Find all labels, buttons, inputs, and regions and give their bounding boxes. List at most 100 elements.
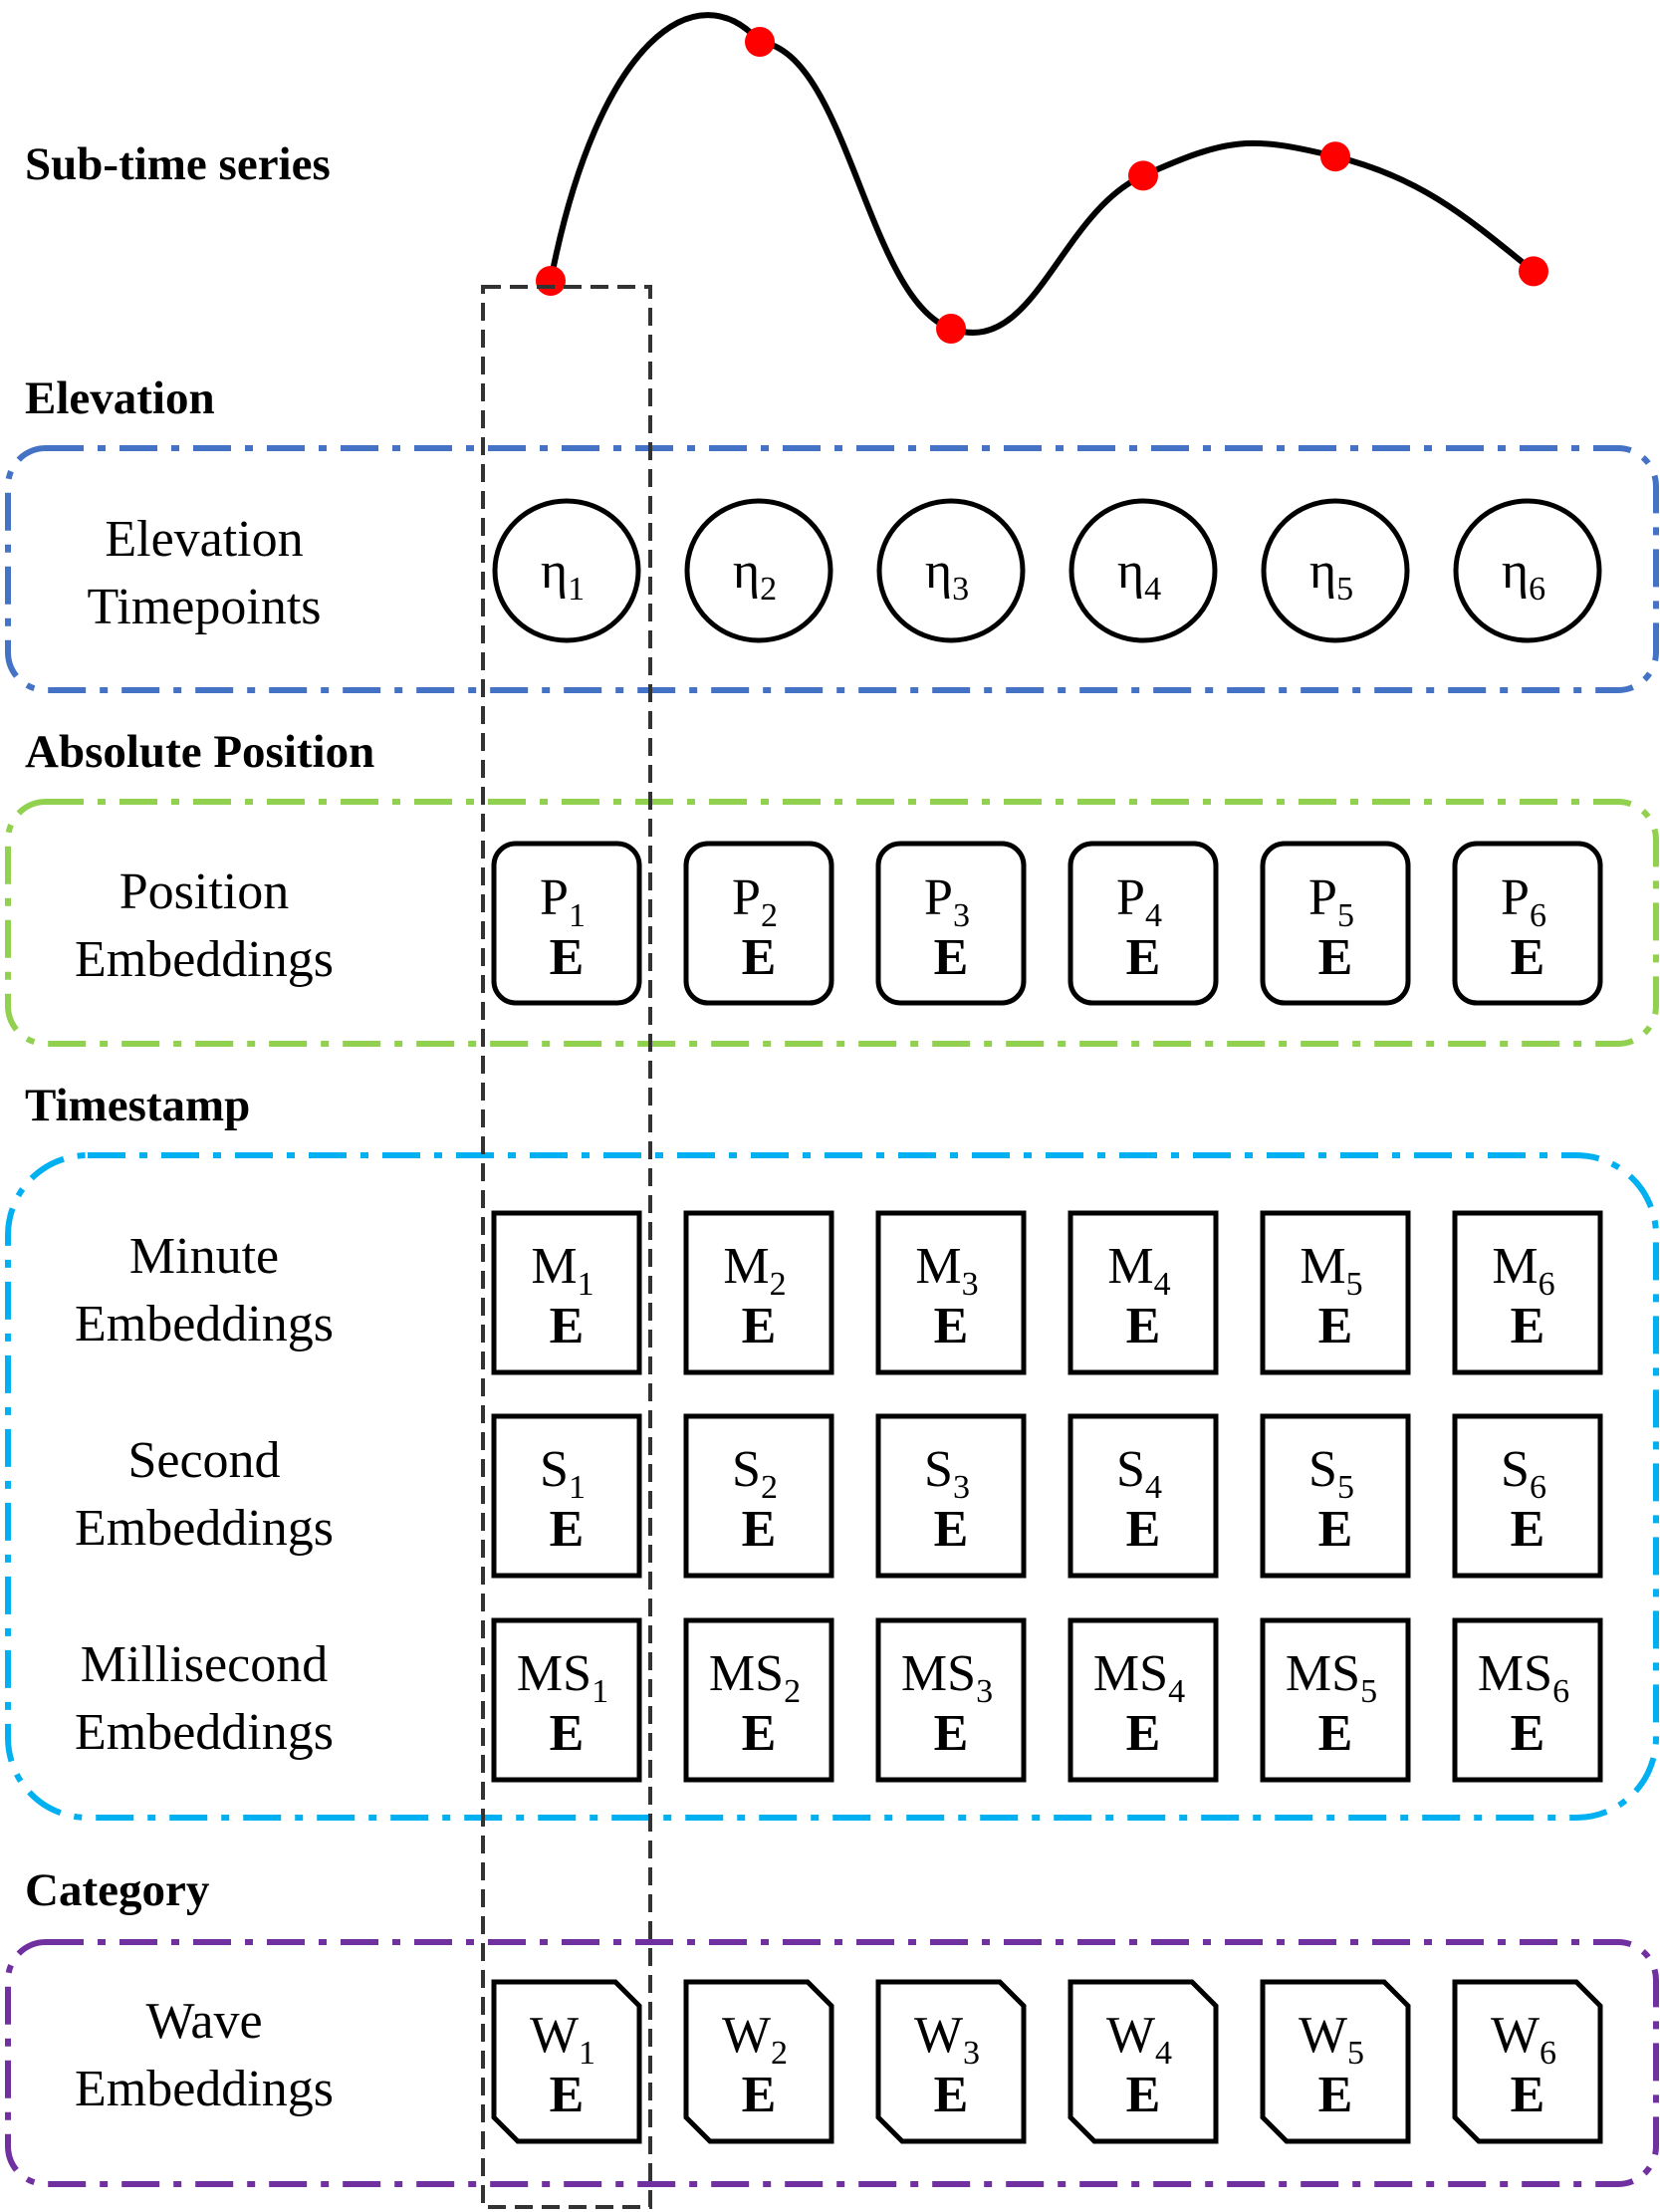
position-cell-6: P6E bbox=[1452, 841, 1603, 1006]
series-point-3 bbox=[936, 314, 966, 344]
second-cell-e-3: E bbox=[934, 1501, 969, 1558]
position-group-box bbox=[5, 799, 1659, 1047]
wave-cell-e-2: E bbox=[742, 2067, 777, 2123]
wave-cell-2: W2E bbox=[683, 1979, 834, 2144]
elevation-node-label-2: η2 bbox=[733, 543, 777, 608]
millisecond-cell-e-4: E bbox=[1126, 1705, 1161, 1762]
label-position-line1: Position bbox=[119, 863, 290, 920]
label-elevation-line2: Timepoints bbox=[87, 579, 321, 635]
minute-cell-label-6: M6 bbox=[1492, 1238, 1554, 1303]
second-cell-e-4: E bbox=[1126, 1501, 1161, 1558]
second-cell-label-4: S4 bbox=[1116, 1441, 1162, 1506]
series-point-6 bbox=[1519, 256, 1548, 287]
millisecond-cell-label-4: MS4 bbox=[1093, 1645, 1185, 1710]
elevation-node-3: η3 bbox=[876, 498, 1026, 643]
position-cell-label-4: P4 bbox=[1116, 869, 1162, 934]
position-cell-1: P1E bbox=[491, 841, 642, 1006]
elevation-node-5: η5 bbox=[1261, 498, 1410, 643]
label-minute-line2: Embeddings bbox=[75, 1296, 334, 1352]
minute-cell-e-1: E bbox=[550, 1298, 585, 1354]
second-cell-1: S1E bbox=[491, 1413, 642, 1579]
elevation-node-label-1: η1 bbox=[541, 543, 585, 608]
label-second-line2: Embeddings bbox=[75, 1500, 334, 1557]
minute-cell-label-1: M1 bbox=[531, 1238, 593, 1303]
second-cell-label-2: S2 bbox=[732, 1441, 778, 1506]
millisecond-cell-e-1: E bbox=[550, 1705, 585, 1762]
position-cell-label-3: P3 bbox=[924, 869, 970, 934]
wave-cell-e-3: E bbox=[934, 2067, 969, 2123]
elevation-node-label-5: η5 bbox=[1309, 543, 1353, 608]
series-point-1 bbox=[536, 266, 566, 296]
millisecond-cell-label-2: MS2 bbox=[709, 1645, 801, 1710]
wave-cell-1: W1E bbox=[491, 1979, 642, 2144]
minute-cell-2: M2E bbox=[683, 1210, 834, 1375]
label-minute-line1: Minute bbox=[129, 1228, 279, 1285]
wave-cell-4: W4E bbox=[1067, 1979, 1219, 2144]
sub-time-series-plot bbox=[536, 12, 1548, 344]
minute-cell-e-5: E bbox=[1318, 1298, 1353, 1354]
wave-cell-e-5: E bbox=[1318, 2067, 1353, 2123]
second-cell-6: S6E bbox=[1452, 1413, 1603, 1579]
second-cell-4: S4E bbox=[1067, 1413, 1219, 1579]
second-cell-e-1: E bbox=[550, 1501, 585, 1558]
minute-cell-label-2: M2 bbox=[723, 1238, 786, 1303]
label-elevation-line1: Elevation bbox=[105, 511, 303, 568]
wave-cell-6: W6E bbox=[1452, 1979, 1603, 2144]
second-cell-label-5: S5 bbox=[1308, 1441, 1354, 1506]
minute-cell-e-6: E bbox=[1511, 1298, 1545, 1354]
timestamp-group-box bbox=[5, 1152, 1659, 1821]
elevation-node-6: η6 bbox=[1453, 498, 1602, 643]
second-cell-3: S3E bbox=[875, 1413, 1027, 1579]
elevation-node-1: η1 bbox=[492, 498, 641, 643]
minute-cell-6: M6E bbox=[1452, 1210, 1603, 1375]
position-cell-e-3: E bbox=[934, 929, 969, 986]
position-cell-e-1: E bbox=[550, 929, 585, 986]
millisecond-cell-label-1: MS1 bbox=[517, 1645, 608, 1710]
wave-cell-e-6: E bbox=[1511, 2067, 1545, 2123]
title-elevation: Elevation bbox=[25, 372, 215, 424]
title-category: Category bbox=[25, 1864, 210, 1916]
position-cell-e-2: E bbox=[742, 929, 777, 986]
elevation-node-label-6: η6 bbox=[1502, 543, 1545, 608]
title-absolute-position: Absolute Position bbox=[25, 726, 374, 778]
title-sub-time-series: Sub-time series bbox=[25, 138, 331, 190]
second-cell-label-1: S1 bbox=[540, 1441, 586, 1506]
wave-cell-e-4: E bbox=[1126, 2067, 1161, 2123]
minute-cell-4: M4E bbox=[1067, 1210, 1219, 1375]
elevation-node-label-4: η4 bbox=[1117, 543, 1161, 608]
elevation-node-label-3: η3 bbox=[925, 543, 969, 608]
category-group-box bbox=[5, 1939, 1659, 2187]
millisecond-cell-e-2: E bbox=[742, 1705, 777, 1762]
highlight-column-box bbox=[481, 285, 652, 2209]
millisecond-cell-e-3: E bbox=[934, 1705, 969, 1762]
millisecond-cell-label-5: MS5 bbox=[1286, 1645, 1377, 1710]
label-wave-line2: Embeddings bbox=[75, 2061, 334, 2117]
minute-cell-1: M1E bbox=[491, 1210, 642, 1375]
label-wave-line1: Wave bbox=[145, 1993, 262, 2050]
elevation-node-2: η2 bbox=[684, 498, 833, 643]
position-cell-e-5: E bbox=[1318, 929, 1353, 986]
second-cell-e-5: E bbox=[1318, 1501, 1353, 1558]
minute-cell-3: M3E bbox=[875, 1210, 1027, 1375]
position-cell-label-2: P2 bbox=[732, 869, 778, 934]
position-cell-label-6: P6 bbox=[1501, 869, 1546, 934]
millisecond-cell-e-6: E bbox=[1511, 1705, 1545, 1762]
position-cell-label-5: P5 bbox=[1308, 869, 1354, 934]
second-cell-2: S2E bbox=[683, 1413, 834, 1579]
millisecond-cell-e-5: E bbox=[1318, 1705, 1353, 1762]
wave-cell-e-1: E bbox=[550, 2067, 585, 2123]
label-millisecond-line1: Millisecond bbox=[81, 1636, 328, 1693]
minute-cell-label-3: M3 bbox=[915, 1238, 978, 1303]
position-cell-e-6: E bbox=[1511, 929, 1545, 986]
series-point-2 bbox=[745, 27, 775, 57]
millisecond-cell-label-3: MS3 bbox=[901, 1645, 993, 1710]
elevation-group-box bbox=[5, 445, 1659, 693]
wave-cell-label-5: W5 bbox=[1299, 2007, 1364, 2072]
wave-cell-label-6: W6 bbox=[1491, 2007, 1556, 2072]
